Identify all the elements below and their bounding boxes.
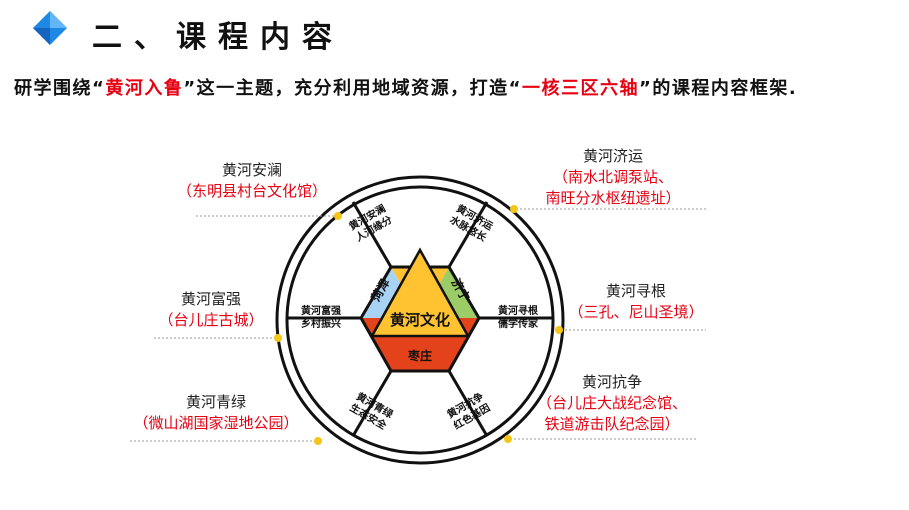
leader-lines — [130, 208, 706, 442]
core-triangle — [369, 247, 471, 338]
segment-left-line1: 黄河富强 — [301, 304, 341, 317]
leader-dots — [274, 205, 563, 445]
site-detail: （南水北调泵站、 — [552, 168, 674, 186]
site-detail: 铁道游击队纪念园） — [544, 415, 680, 433]
segment-right-line1: 黄河寻根 — [498, 304, 538, 317]
site-name: 黄河抗争 — [581, 373, 643, 391]
outer-ring-inner-line — [285, 185, 555, 455]
intro-paragraph: 研学围绕“黄河入鲁”这一主题，充分利用地域资源，打造“一核三区六轴”的课程内容框… — [14, 74, 904, 104]
intro-text: 研学围绕“ — [14, 78, 106, 99]
site-detail: （台儿庄古城） — [158, 311, 264, 329]
site-label-bottom-right: 黄河抗争 （台儿庄大战纪念馆、 铁道游击队纪念园） — [537, 372, 687, 435]
site-detail: （微山湖国家湿地公园） — [133, 414, 299, 432]
site-label-top-left: 黄河安澜 （东明县村台文化馆） — [177, 160, 327, 202]
site-name: 黄河青绿 — [185, 393, 247, 411]
segment-right-line2: 儒学传家 — [498, 317, 539, 330]
site-label-left: 黄河富强 （台儿庄古城） — [158, 289, 263, 331]
intro-text: ”这一主题，充分利用地域资源，打造“ — [183, 78, 523, 99]
ring-dividers — [287, 201, 553, 437]
page-title: 二、课程内容 — [92, 20, 344, 55]
site-label-right: 黄河寻根 （三孔、尼山圣境） — [568, 281, 703, 323]
inner-hexagon — [359, 247, 481, 373]
intro-highlight-framework: 一核三区六轴 — [522, 78, 640, 99]
site-detail: （东明县村台文化馆） — [176, 182, 328, 200]
site-label-top-right: 黄河济运 （南水北调泵站、 南旺分水枢纽遗址） — [545, 146, 680, 209]
site-name: 黄河富强 — [180, 290, 242, 308]
site-label-bottom-left: 黄河青绿 （微山湖国家湿地公园） — [133, 392, 298, 434]
site-name: 黄河济运 — [582, 147, 644, 165]
site-name: 黄河安澜 — [221, 161, 283, 179]
core-label: 黄河文化 — [390, 311, 450, 329]
region-label-bottom: 枣庄 — [407, 348, 432, 363]
site-detail: （台儿庄大战纪念馆、 — [536, 394, 688, 412]
site-name: 黄河寻根 — [605, 282, 667, 300]
site-detail: （三孔、尼山圣境） — [568, 303, 704, 321]
segment-left-line2: 乡村振兴 — [301, 317, 341, 330]
site-detail: 南旺分水枢纽遗址） — [545, 189, 681, 207]
diamond-icon — [33, 11, 67, 45]
intro-highlight-theme: 黄河入鲁 — [105, 78, 184, 99]
intro-text: ”的课程内容框架. — [639, 78, 798, 99]
